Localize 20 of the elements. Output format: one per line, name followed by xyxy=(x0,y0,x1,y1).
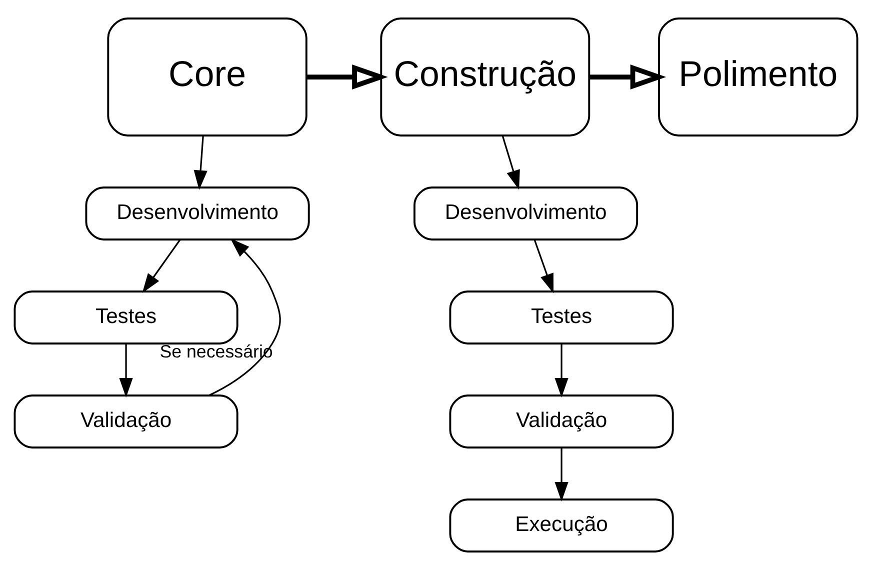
node-box: Core xyxy=(107,18,308,136)
arrow xyxy=(208,238,281,396)
node-box: Execução xyxy=(449,498,674,552)
arrow xyxy=(119,344,133,398)
node-box: Testes xyxy=(14,290,238,344)
arrow xyxy=(534,239,554,294)
node-box: Desenvolvimento xyxy=(414,186,638,240)
arrow xyxy=(554,344,568,398)
node-box: Polimento xyxy=(658,18,858,136)
node-box: Desenvolvimento xyxy=(85,186,310,240)
node-box: Construção xyxy=(380,18,590,136)
node-box: Testes xyxy=(449,290,674,344)
node-box: Validação xyxy=(449,394,674,448)
arrow xyxy=(194,136,208,190)
arrow xyxy=(306,64,388,90)
node-box: Validação xyxy=(14,394,238,448)
arrow xyxy=(142,239,181,294)
arrow xyxy=(554,448,568,502)
arrow xyxy=(590,64,666,90)
arrow xyxy=(502,136,520,190)
